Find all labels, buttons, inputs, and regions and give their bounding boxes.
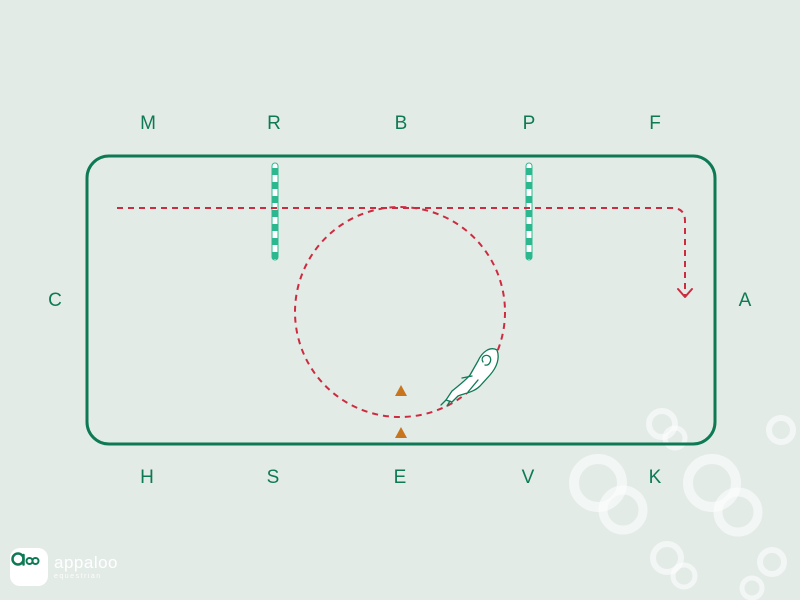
brand-name: appaloo xyxy=(54,553,119,572)
arena-letter-m: M xyxy=(140,113,156,134)
arena-letter-c: C xyxy=(48,290,62,311)
arena-letter-h: H xyxy=(140,467,154,488)
brand-tagline: equestrian xyxy=(54,573,102,580)
arena-letter-r: R xyxy=(267,113,281,134)
ground-pole-icon xyxy=(525,162,533,261)
arena-boundary xyxy=(85,154,717,446)
arena-letter-k: K xyxy=(649,467,662,488)
arena-letter-p: P xyxy=(523,113,536,134)
brand-logo: appaloo equestrian xyxy=(10,548,118,586)
ground-pole-icon xyxy=(271,162,279,261)
brand-logo-icon xyxy=(10,548,48,586)
arena-letter-a: A xyxy=(739,290,752,311)
arrow-head-icon xyxy=(677,288,693,298)
horse-rider-icon xyxy=(440,348,499,407)
cone-icon xyxy=(395,427,407,438)
riding-path-line xyxy=(117,207,686,296)
arena-letter-v: V xyxy=(522,467,535,488)
arena-letter-f: F xyxy=(649,113,661,134)
riding-path-circle xyxy=(294,206,506,418)
arena-letter-s: S xyxy=(267,467,280,488)
background-rings-decoration xyxy=(569,408,796,600)
cone-icon xyxy=(395,385,407,396)
arena-letter-e: E xyxy=(394,467,407,488)
arena-letter-b: B xyxy=(395,113,408,134)
